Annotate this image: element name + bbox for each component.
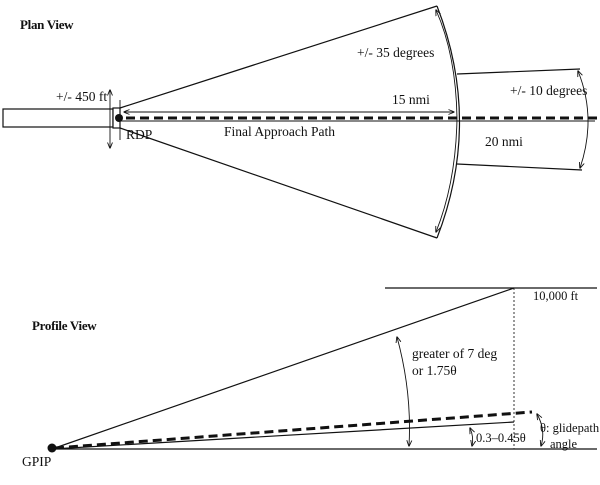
distance-15-label: 15 nmi bbox=[392, 92, 430, 107]
glidepath-label-line1: θ: glidepath bbox=[540, 421, 600, 435]
angle-10-label: +/- 10 degrees bbox=[510, 83, 587, 98]
distance-20-label: 20 nmi bbox=[485, 134, 523, 149]
profile-view-title: Profile View bbox=[32, 318, 97, 333]
gpip-label: GPIP bbox=[22, 454, 51, 469]
runway bbox=[2, 108, 114, 128]
lower-angle-arc bbox=[470, 428, 473, 446]
final-approach-path-label: Final Approach Path bbox=[224, 124, 335, 139]
altitude-label: 10,000 ft bbox=[533, 289, 579, 303]
gpip-point bbox=[47, 443, 57, 453]
plan-view-title: Plan View bbox=[20, 17, 74, 32]
inner-coverage-sector bbox=[119, 5, 461, 239]
lower-coverage-boundary bbox=[51, 421, 515, 450]
upper-coverage-boundary bbox=[51, 287, 515, 450]
plan-view: Plan View +/- 450 bbox=[2, 5, 597, 239]
glidepath-label-line2: angle bbox=[550, 437, 578, 451]
angle-arc-35 bbox=[436, 10, 458, 232]
outer-coverage-sector bbox=[456, 68, 589, 171]
rdp-label: RDP bbox=[126, 127, 152, 142]
angle-35-label: +/- 35 degrees bbox=[357, 45, 434, 60]
glidepath-line bbox=[54, 410, 533, 450]
glidepath-angle-arc bbox=[537, 414, 543, 446]
upper-angle-arc bbox=[397, 337, 410, 446]
upper-angle-label-line2: or 1.75θ bbox=[412, 363, 457, 378]
rdp-point bbox=[115, 114, 123, 122]
upper-angle-label-line1: greater of 7 deg bbox=[412, 346, 497, 361]
lower-angle-label: 0.3–0.45θ bbox=[476, 431, 526, 445]
lateral-label: +/- 450 ft bbox=[56, 89, 107, 104]
profile-view: Profile View 10,000 ft GPIP greater of 7… bbox=[22, 287, 600, 469]
